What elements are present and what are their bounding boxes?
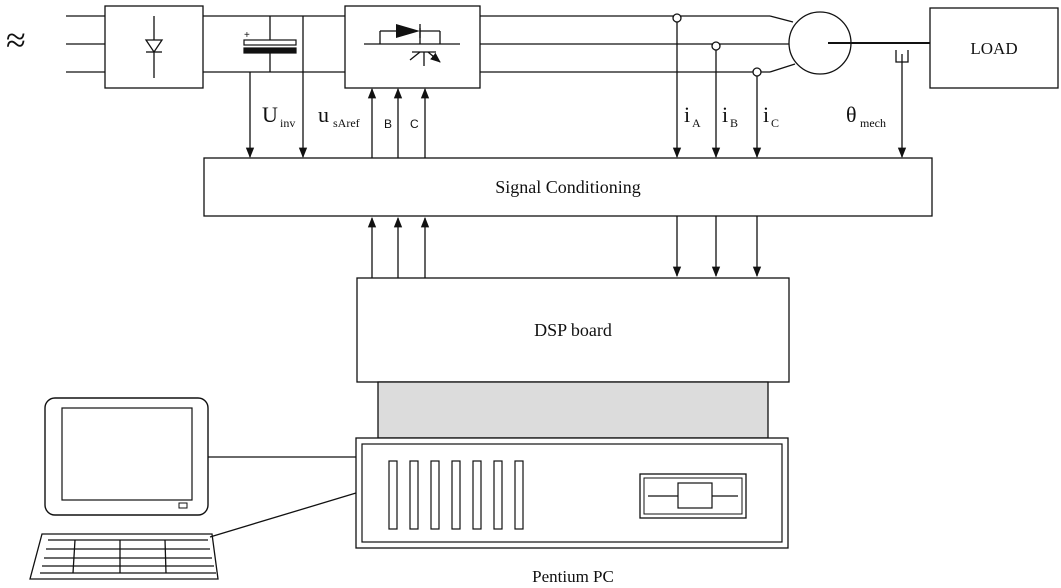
dsp-board-label: DSP board <box>534 320 612 340</box>
encoder-icon <box>895 50 909 63</box>
dc-capacitor-icon: + <box>243 16 297 72</box>
dc-link <box>203 15 345 73</box>
theta-label: θ <box>846 102 857 127</box>
u-inv-subscript: inv <box>280 116 295 130</box>
svg-text:+: + <box>244 30 250 41</box>
inverter-block <box>344 5 481 89</box>
signal-conditioning-label: Signal Conditioning <box>495 177 641 197</box>
gate-signal-arrows-up <box>367 87 430 158</box>
measurement-arrows <box>245 16 907 159</box>
rectifier-block <box>104 5 204 89</box>
pc-case-icon <box>355 437 789 549</box>
signal-labels: U inv u sAref B C i A i B i C θ mech <box>262 102 886 131</box>
theta-subscript: mech <box>860 116 886 130</box>
keyboard-cable <box>209 492 357 538</box>
dsp-board-block: DSP board <box>356 277 790 383</box>
u-inv-label: U <box>262 102 278 127</box>
monitor-icon <box>44 397 209 516</box>
current-sensor-taps <box>672 13 762 77</box>
i-a-label: i <box>684 102 690 127</box>
load-block: LOAD <box>929 7 1059 89</box>
signal-conditioning-block: Signal Conditioning <box>203 157 933 217</box>
phase-c-label: C <box>410 117 419 131</box>
motor-icon <box>788 11 930 75</box>
i-b-subscript: B <box>730 116 738 130</box>
pentium-pc-label: Pentium PC <box>532 567 614 586</box>
ac-source-symbol: ≈ <box>6 20 26 60</box>
u-sref-label: u <box>318 102 329 127</box>
load-label: LOAD <box>970 39 1017 58</box>
floppy-drive-icon <box>639 473 747 519</box>
u-sref-subscript: sAref <box>333 116 360 130</box>
isa-interface <box>377 381 769 439</box>
motor-feed-lines <box>480 15 796 73</box>
input-lines <box>66 15 105 73</box>
i-a-subscript: A <box>692 116 701 130</box>
i-c-label: i <box>763 102 769 127</box>
dsp-output-arrows <box>367 216 430 278</box>
i-c-subscript: C <box>771 116 779 130</box>
i-b-label: i <box>722 102 728 127</box>
dsp-input-arrows <box>672 216 762 278</box>
phase-b-label: B <box>384 117 392 131</box>
keyboard-icon <box>29 533 219 580</box>
